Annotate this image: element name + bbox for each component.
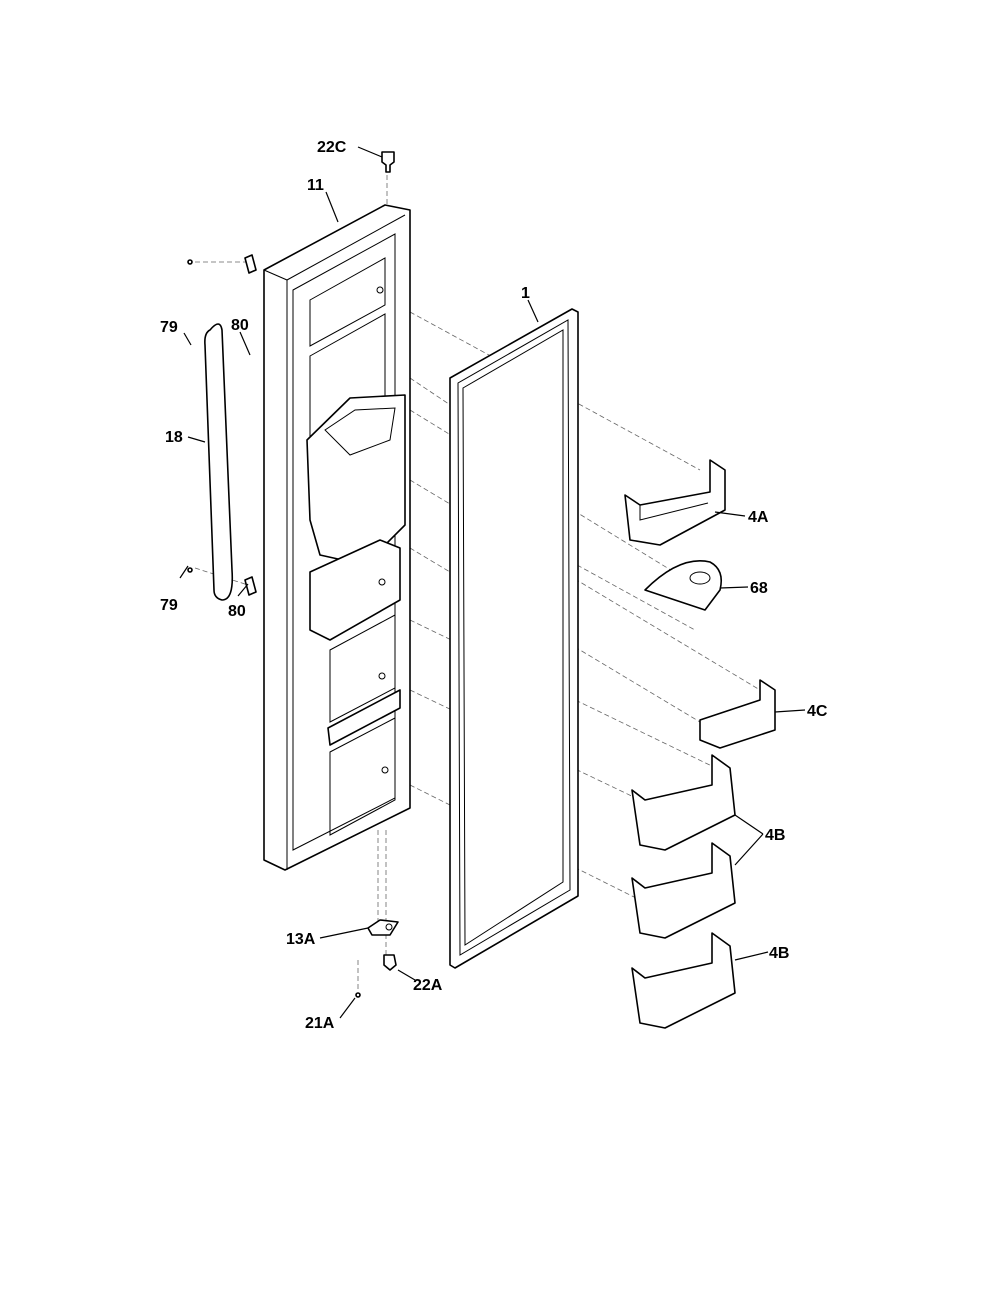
callout-68: 68 <box>750 580 768 597</box>
callout-22C: 22C <box>317 139 347 156</box>
bin-4B-upper <box>631 754 736 939</box>
door-gasket <box>449 308 579 969</box>
callout-18: 18 <box>165 429 183 446</box>
bin-4A <box>624 459 726 546</box>
fasteners <box>187 254 257 596</box>
top-hinge-pin <box>381 151 395 173</box>
callout-labels: 22C 11 1 79 80 18 79 80 4A 68 4C 4B 4B 1… <box>160 139 828 1032</box>
callout-11: 11 <box>307 177 324 194</box>
bin-4C <box>699 679 776 749</box>
callout-4C: 4C <box>807 703 828 720</box>
door-panel <box>263 204 411 871</box>
callout-79-top: 79 <box>160 319 178 336</box>
callout-22A: 22A <box>413 977 443 994</box>
callout-21A: 21A <box>305 1015 335 1032</box>
part-68 <box>644 560 723 611</box>
door-handle <box>204 323 234 601</box>
leader-lines <box>179 146 806 1019</box>
bin-4B-lower <box>631 932 736 1029</box>
callout-80-bottom: 80 <box>228 603 246 620</box>
callout-4B-lower: 4B <box>769 945 789 962</box>
callout-4A: 4A <box>748 509 769 526</box>
callout-80-top: 80 <box>231 317 249 334</box>
callout-79-bottom: 79 <box>160 597 178 614</box>
callout-1: 1 <box>521 285 530 302</box>
bottom-hinge-parts <box>355 919 399 998</box>
callout-4B-upper: 4B <box>765 827 785 844</box>
callout-13A: 13A <box>286 931 316 948</box>
